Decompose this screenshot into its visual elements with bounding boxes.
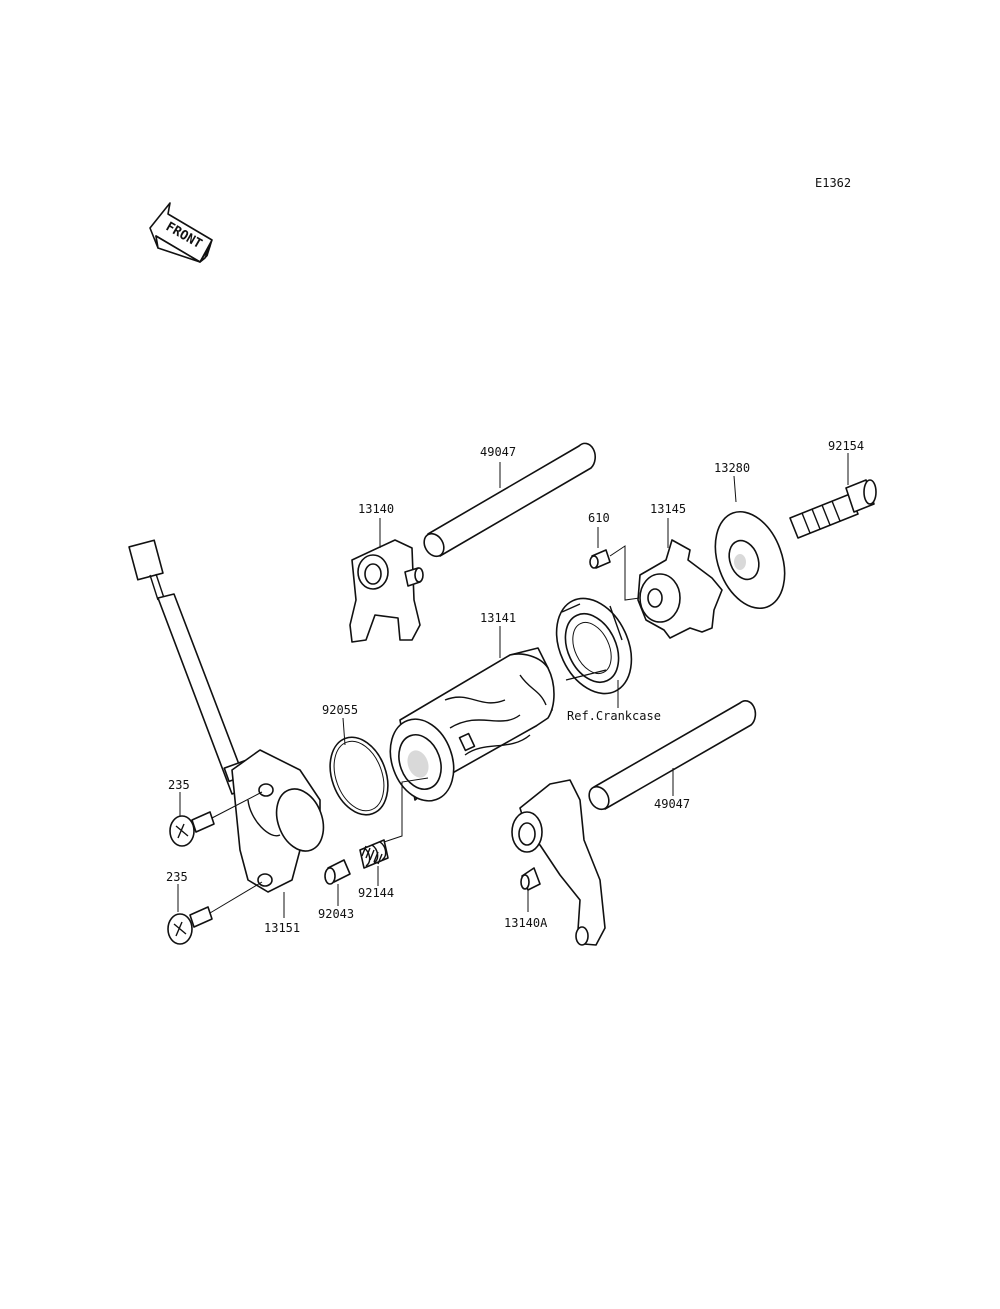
o-ring xyxy=(329,736,389,816)
diagram-code: E1362 xyxy=(815,176,851,190)
part-label-spring: 92144 xyxy=(358,886,394,900)
part-label-switch-holder: 13151 xyxy=(264,921,300,935)
switch-holder xyxy=(231,749,325,893)
screw-upper xyxy=(169,811,215,847)
part-label-fork-lower: 13140A xyxy=(504,916,548,930)
part-label-fork-upper: 13140 xyxy=(358,502,394,516)
plate xyxy=(714,510,786,610)
part-label-shift-drum: 13141 xyxy=(480,611,516,625)
bearing xyxy=(555,597,633,695)
shift-fork-lower xyxy=(511,779,606,946)
part-label-screw-lower: 235 xyxy=(166,870,188,884)
pin-92043 xyxy=(324,859,351,885)
part-label-pin: 610 xyxy=(588,511,610,525)
bolt-92154 xyxy=(789,479,877,539)
shift-rod-lower xyxy=(588,700,757,811)
part-label-screw-upper: 235 xyxy=(168,778,190,792)
part-label-pin-small: 92043 xyxy=(318,907,354,921)
spring xyxy=(359,839,389,869)
shift-rod-upper xyxy=(423,442,596,558)
front-arrow-icon: FRONT xyxy=(149,202,213,263)
screw-lower xyxy=(167,906,213,945)
part-label-shift-rod-lower: 49047 xyxy=(654,797,690,811)
shift-fork-upper xyxy=(349,539,424,643)
reference-label: Ref.Crankcase xyxy=(567,709,661,723)
pin-610 xyxy=(589,549,611,569)
part-label-plate: 13280 xyxy=(714,461,750,475)
part-label-shift-rod-upper: 49047 xyxy=(480,445,516,459)
switch-cable xyxy=(128,539,251,795)
part-label-drum-cam: 13145 xyxy=(650,502,686,516)
part-label-bolt: 92154 xyxy=(828,439,864,453)
drum-cam xyxy=(637,539,723,639)
shift-drum xyxy=(389,647,555,802)
part-label-o-ring: 92055 xyxy=(322,703,358,717)
